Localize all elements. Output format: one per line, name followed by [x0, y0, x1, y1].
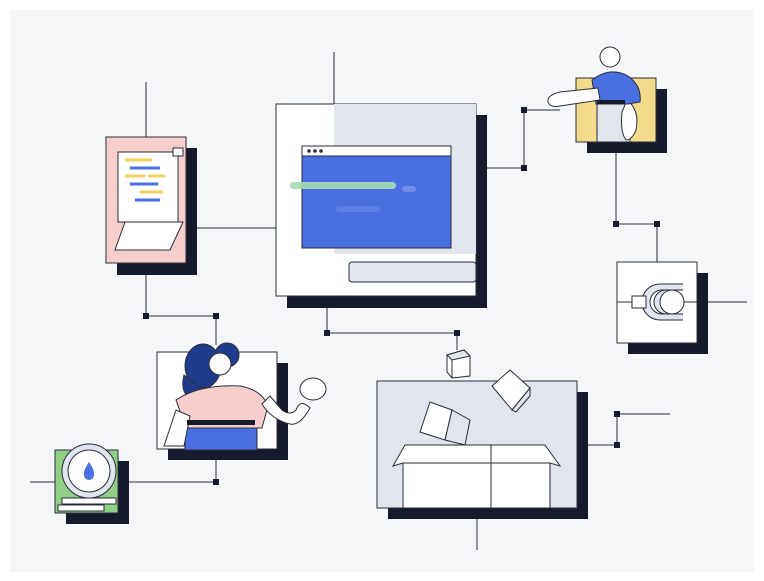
- node: [324, 330, 330, 336]
- node: [143, 313, 149, 319]
- top-person-card: [547, 46, 667, 153]
- coin-card: [54, 443, 129, 524]
- magnet-icon: [617, 283, 697, 321]
- person-icon: [163, 342, 327, 451]
- browser-card: [275, 103, 487, 308]
- droplet-coin-icon: [57, 443, 117, 512]
- node: [614, 411, 620, 417]
- node: [213, 479, 219, 485]
- node: [614, 442, 620, 448]
- box-card: [376, 380, 588, 519]
- node: [454, 330, 460, 336]
- cube-icon: [446, 349, 471, 379]
- node: [654, 221, 660, 227]
- junction-nodes: [143, 107, 660, 485]
- input-bar-shape: [348, 261, 477, 283]
- cube-icon: [491, 369, 531, 413]
- document-card: [105, 136, 197, 275]
- left-person-card: [156, 342, 327, 460]
- node: [213, 313, 219, 319]
- magnet-card: [616, 261, 708, 354]
- cube-icon: [419, 401, 471, 446]
- node: [521, 107, 527, 113]
- open-box-icon: [391, 401, 562, 509]
- node: [613, 221, 619, 227]
- document-icon: [114, 147, 185, 251]
- browser-window-icon: [290, 145, 452, 249]
- node: [521, 165, 527, 171]
- person-icon: [547, 46, 641, 143]
